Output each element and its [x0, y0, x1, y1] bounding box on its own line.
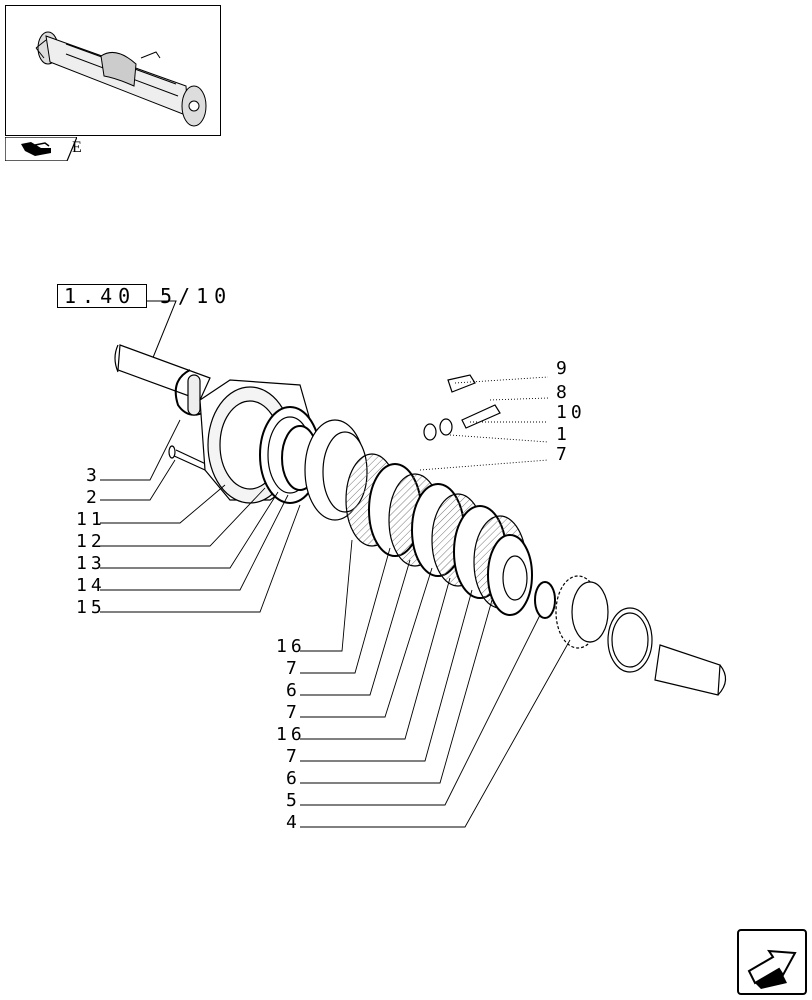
axle-thumbnail[interactable]	[5, 5, 221, 136]
callout-11[interactable]: 11	[76, 509, 106, 530]
callout-7[interactable]: 7	[286, 702, 301, 723]
callout-7[interactable]: 7	[286, 658, 301, 679]
callout-8[interactable]: 8	[556, 382, 571, 403]
callout-10[interactable]: 10	[556, 402, 586, 423]
callout-7[interactable]: 7	[556, 444, 571, 465]
callout-16[interactable]: 16	[276, 636, 306, 657]
callout-2[interactable]: 2	[86, 487, 101, 508]
reference-sub: 5/10	[160, 284, 233, 308]
next-page-arrow-icon	[747, 949, 797, 989]
callout-4[interactable]: 4	[286, 812, 301, 833]
section-tab-letter: E	[72, 139, 83, 156]
callout-14[interactable]: 14	[76, 575, 106, 596]
callout-7[interactable]: 7	[286, 746, 301, 767]
callout-16[interactable]: 16	[276, 724, 306, 745]
next-page-button[interactable]	[737, 929, 807, 995]
section-tab-icon	[4, 136, 78, 162]
callout-3[interactable]: 3	[86, 465, 101, 486]
callout-9[interactable]: 9	[556, 358, 571, 379]
reference-code[interactable]: 1.40	[64, 284, 137, 308]
reference-box[interactable]	[57, 284, 147, 308]
callout-15[interactable]: 15	[76, 597, 106, 618]
callout-5[interactable]: 5	[286, 790, 301, 811]
callout-13[interactable]: 13	[76, 553, 106, 574]
callout-1[interactable]: 1	[556, 424, 571, 445]
axle-thumbnail-icon	[35, 31, 207, 127]
callout-12[interactable]: 12	[76, 531, 106, 552]
section-tab[interactable]	[4, 136, 78, 162]
callout-6[interactable]: 6	[286, 768, 301, 789]
callout-6[interactable]: 6	[286, 680, 301, 701]
